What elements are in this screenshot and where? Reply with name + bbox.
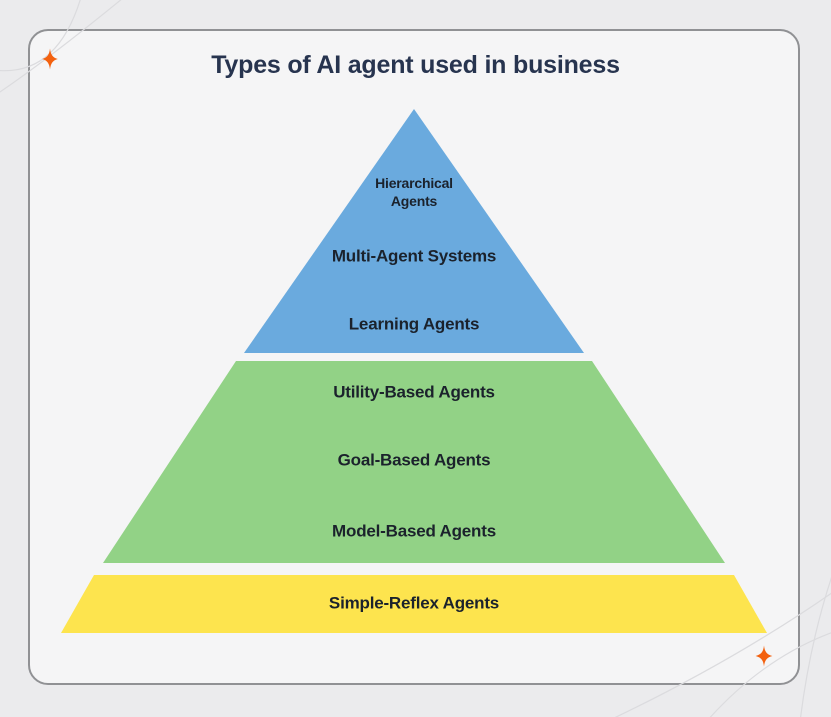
label-utility-based-agents: Utility-Based Agents bbox=[333, 382, 495, 402]
decor-curve-bottom-right-3 bbox=[800, 577, 831, 717]
label-goal-based-agents: Goal-Based Agents bbox=[337, 450, 491, 470]
label-hierarchical-agents: Hierarchical Agents bbox=[375, 175, 453, 209]
label-learning-agents: Learning Agents bbox=[348, 314, 480, 334]
label-model-based-agents: Model-Based Agents bbox=[332, 521, 496, 541]
label-multi-agent-systems: Multi-Agent Systems bbox=[331, 246, 497, 266]
page-title: Types of AI agent used in business bbox=[211, 51, 620, 79]
content-card bbox=[28, 29, 800, 685]
label-simple-reflex-agents: Simple-Reflex Agents bbox=[328, 593, 500, 613]
